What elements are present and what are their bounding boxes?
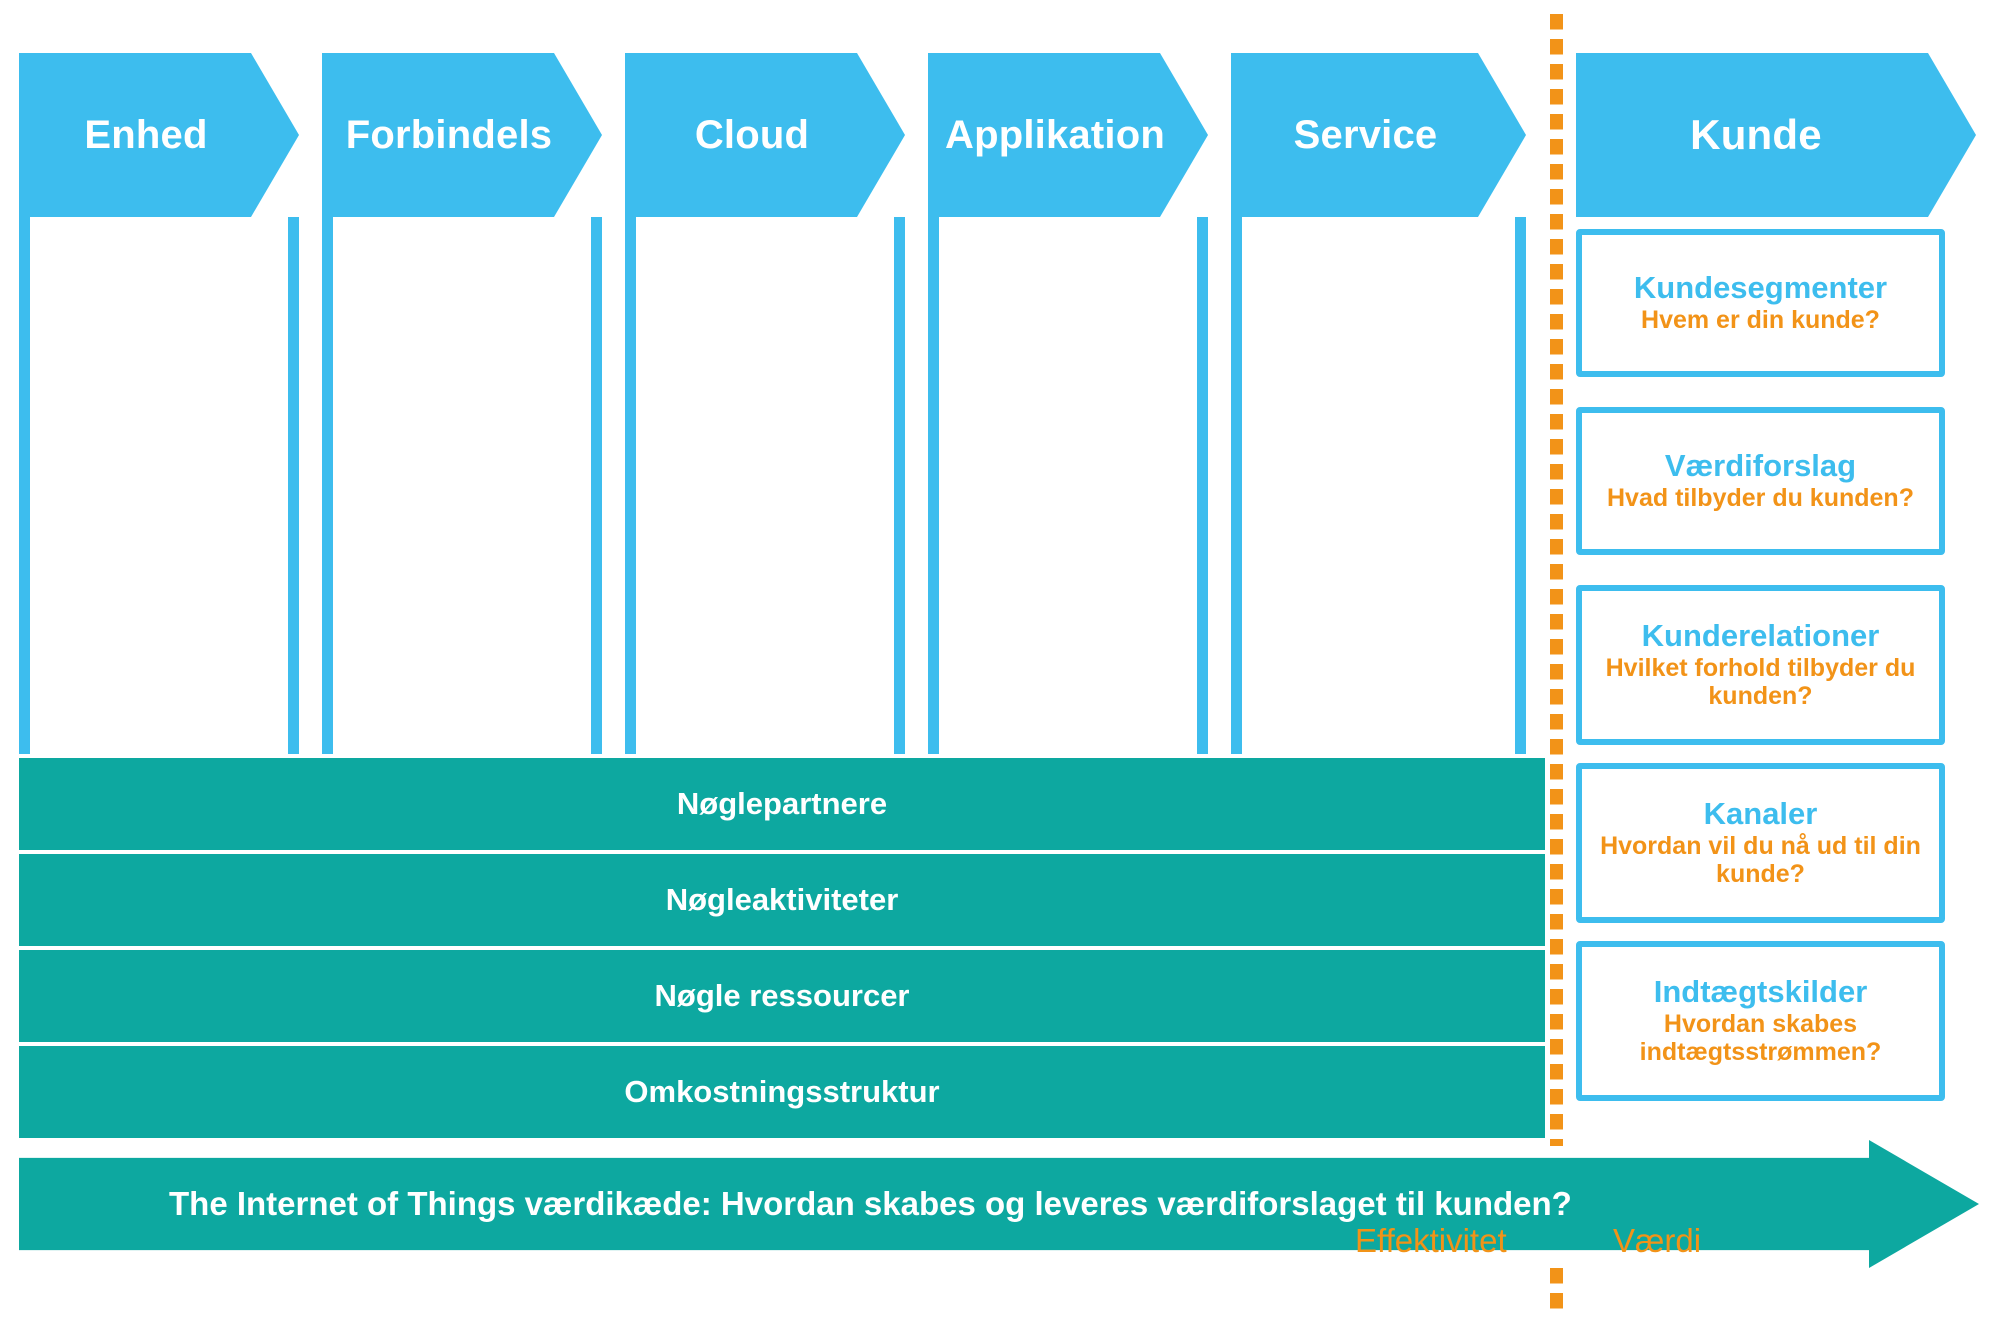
kunde-card-title: Kanaler (1703, 795, 1818, 831)
value-chain-arrow: The Internet of Things værdikæde: Hvorda… (19, 1140, 1979, 1268)
building-block-bar-omkostningsstruktur[interactable]: Omkostningsstruktur (19, 1046, 1545, 1138)
kunde-card-title: Indtægtskilder (1653, 973, 1868, 1009)
kunde-card-question: Hvordan vil du nå ud til din kunde? (1600, 832, 1921, 889)
stage-header-label: Kunde (1690, 111, 1822, 158)
efficiency-value-divider-lower (1550, 1268, 1563, 1317)
stage-header-service: Service (1231, 53, 1526, 217)
building-block-bar-nogle-ressourcer[interactable]: Nøgle ressourcer (19, 950, 1545, 1042)
kunde-card-question: Hvem er din kunde? (1641, 306, 1880, 335)
kunde-card-indtaegtskilder[interactable]: Indtægtskilder Hvordan skabes indtægtsst… (1576, 941, 1945, 1101)
building-block-bar-noglepartnere[interactable]: Nøglepartnere (19, 758, 1545, 850)
stage-header-forbindels: Forbindels (322, 53, 602, 217)
stage-header-enhed: Enhed (19, 53, 299, 217)
stage-header-label: Applikation (945, 112, 1165, 157)
stage-header-label: Service (1293, 112, 1438, 157)
building-block-label: Nøglepartnere (676, 786, 888, 821)
building-block-label: Omkostningsstruktur (624, 1074, 940, 1109)
stage-header-cloud: Cloud (625, 53, 905, 217)
stage-header-applikation: Applikation (928, 53, 1208, 217)
kunde-card-question: Hvilket forhold tilbyder du kunden? (1605, 654, 1916, 711)
value-chain-arrow-label: The Internet of Things værdikæde: Hvorda… (169, 1185, 1572, 1222)
building-block-label: Nøgle ressourcer (654, 978, 910, 1013)
kunde-card-kanaler[interactable]: Kanaler Hvordan vil du nå ud til din kun… (1576, 763, 1945, 923)
kunde-card-title: Værdiforslag (1664, 447, 1857, 483)
kunde-card-question: Hvordan skabes indtægtsstrømmen? (1639, 1010, 1882, 1067)
stage-header-label: Enhed (84, 112, 208, 157)
kunde-card-kunderelationer[interactable]: Kunderelationer Hvilket forhold tilbyder… (1576, 585, 1945, 745)
axis-label-vaerdi: Værdi (1613, 1222, 1702, 1259)
stage-header-kunde: Kunde (1576, 53, 1976, 217)
kunde-card-vaerdiforslag[interactable]: Værdiforslag Hvad tilbyder du kunden? (1576, 407, 1945, 555)
stage-column-cloud[interactable] (625, 217, 905, 754)
building-block-label: Nøgleaktiviteter (665, 882, 899, 917)
kunde-card-title: Kundesegmenter (1633, 269, 1888, 305)
stage-column-forbindels[interactable] (322, 217, 602, 754)
axis-label-effektivitet: Effektivitet (1355, 1222, 1507, 1259)
kunde-card-kundesegmenter[interactable]: Kundesegmenter Hvem er din kunde? (1576, 229, 1945, 377)
kunde-card-title: Kunderelationer (1641, 617, 1880, 653)
stage-column-service[interactable] (1231, 217, 1526, 754)
stage-column-applikation[interactable] (928, 217, 1208, 754)
stage-header-label: Cloud (694, 112, 810, 157)
stage-header-label: Forbindels (345, 112, 553, 157)
building-block-bar-nogleaktiviteter[interactable]: Nøgleaktiviteter (19, 854, 1545, 946)
efficiency-value-divider (1550, 14, 1563, 1146)
kunde-card-question: Hvad tilbyder du kunden? (1607, 484, 1914, 513)
stage-column-enhed[interactable] (19, 217, 299, 754)
